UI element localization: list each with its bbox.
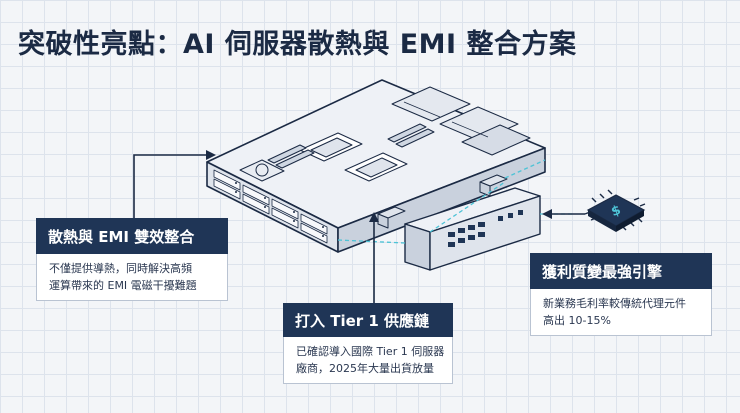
callout-line: 不僅提供導熱，同時解決高頻 (49, 262, 192, 275)
callout-line: 廠商，2025年大量出貨放量 (296, 362, 434, 375)
callout-body: 新業務毛利率較傳統代理元件 高出 10-15% (530, 289, 712, 336)
callout-heading: 打入 Tier 1 供應鏈 (283, 303, 453, 337)
page-title: 突破性亮點：AI 伺服器散熱與 EMI 整合方案 (18, 29, 577, 60)
callout-body: 不僅提供導熱，同時解決高頻 運算帶來的 EMI 電磁干擾難題 (36, 254, 228, 301)
callout-tier1-supply-chain: 打入 Tier 1 供應鏈 已確認導入國際 Tier 1 伺服器 廠商，2025… (283, 303, 453, 384)
callout-line: 高出 10-15% (543, 314, 611, 327)
callout-line: 新業務毛利率較傳統代理元件 (543, 297, 686, 310)
callout-heading: 獲利質變最強引擎 (530, 253, 712, 289)
leader-line-1 (133, 154, 210, 218)
callout-profit-engine: 獲利質變最強引擎 新業務毛利率較傳統代理元件 高出 10-15% (530, 253, 712, 336)
dollar-chip-icon: $ (584, 189, 646, 232)
callout-line: 已確認導入國際 Tier 1 伺服器 (296, 345, 445, 358)
callout-thermal-emi: 散熱與 EMI 雙效整合 不僅提供導熱，同時解決高頻 運算帶來的 EMI 電磁干… (36, 218, 228, 301)
emi-module-illustration (377, 174, 541, 271)
callout-heading: 散熱與 EMI 雙效整合 (36, 218, 228, 254)
server-icon (206, 79, 546, 253)
callout-line: 運算帶來的 EMI 電磁干擾難題 (49, 279, 197, 292)
callout-body: 已確認導入國際 Tier 1 伺服器 廠商，2025年大量出貨放量 (283, 337, 453, 384)
